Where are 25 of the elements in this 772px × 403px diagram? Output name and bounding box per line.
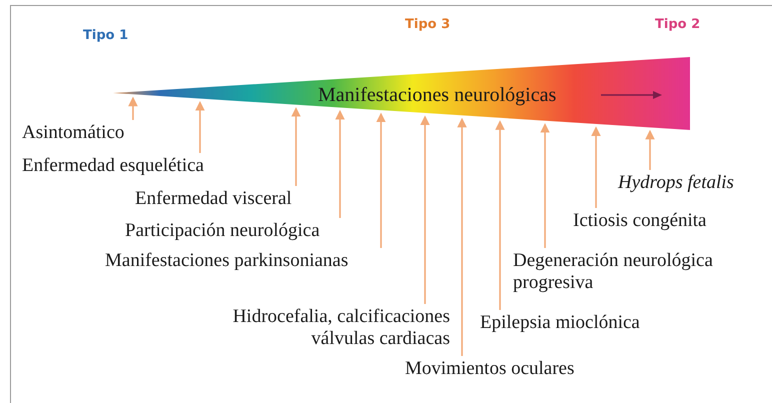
type-label: Tipo 2 (655, 16, 700, 34)
manifestation-label: Enfermedad esquelética (22, 155, 204, 177)
arrow (420, 115, 430, 304)
arrow (645, 130, 655, 170)
arrow (335, 110, 345, 218)
arrow (540, 123, 550, 248)
arrow (195, 100, 205, 153)
manifestation-label: Ictiosis congénita (573, 210, 706, 232)
arrow (495, 120, 505, 310)
manifestation-label: Epilepsia mioclónica (480, 312, 640, 334)
manifestation-label: Enfermedad visceral (135, 188, 292, 210)
manifestation-label: Hidrocefalia, calcificaciones válvulas cardiacas (178, 306, 450, 350)
arrow (591, 126, 601, 208)
manifestation-label: Hydrops fetalis (618, 172, 734, 194)
arrow (128, 96, 138, 120)
arrow (376, 112, 386, 248)
manifestation-label: Manifestaciones parkinsonianas (105, 250, 348, 272)
manifestation-label: Degeneración neurológica progresiva (513, 250, 748, 294)
type-label: Tipo 3 (405, 16, 450, 34)
manifestation-label: Participación neurológica (125, 220, 320, 242)
arrow (291, 107, 301, 186)
arrow (457, 118, 467, 356)
manifestation-label: Movimientos oculares (405, 358, 574, 380)
type-label: Tipo 1 (83, 27, 128, 45)
manifestation-label: Asintomático (22, 122, 124, 144)
